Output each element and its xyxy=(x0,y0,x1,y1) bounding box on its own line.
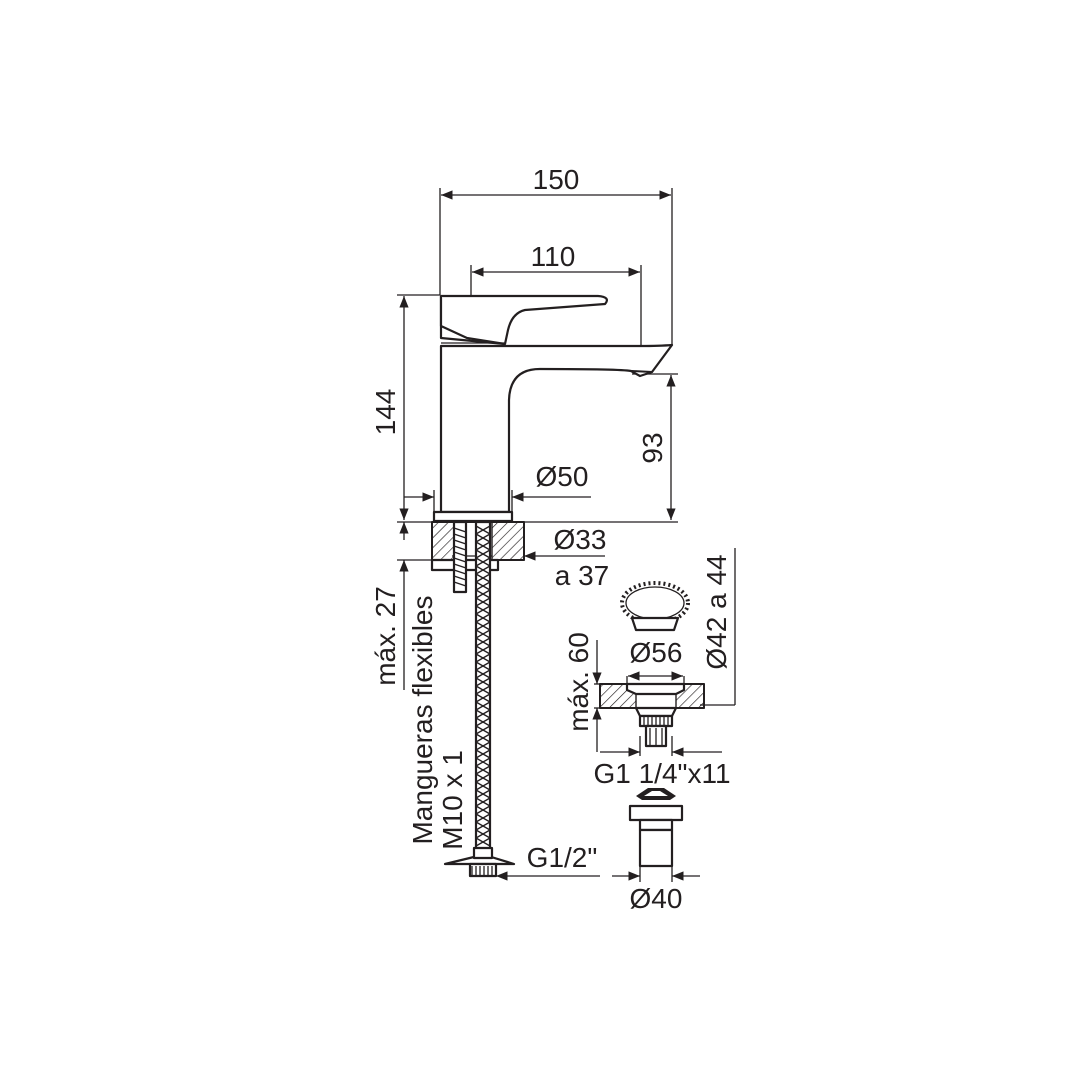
hole-diameter-max-label: a 37 xyxy=(555,560,610,591)
hoses-thread-label: M10 x 1 xyxy=(437,750,468,850)
dimension-drain-hole: Ø42 a 44 xyxy=(700,548,736,706)
drain-countertop-section xyxy=(599,682,705,748)
dimension-base-diameter: Ø50 xyxy=(404,461,591,512)
drain-flange-label: Ø56 xyxy=(630,637,683,668)
lever-reach-label: 110 xyxy=(531,241,576,272)
dimension-drain-tail: Ø40 xyxy=(612,866,700,914)
dimension-spout-height: 93 xyxy=(632,373,678,520)
drain-stopper xyxy=(620,581,690,632)
dimension-drain-thread: G1 1/4"x11 xyxy=(593,736,731,789)
drain-thread-label: G1 1/4"x11 xyxy=(593,758,730,789)
dimension-total-height: 144 xyxy=(370,294,440,520)
base-diameter-label: Ø50 xyxy=(536,461,589,492)
total-height-label: 144 xyxy=(370,389,401,436)
dimension-max-thickness-faucet: máx. 27 xyxy=(370,522,432,690)
drain-lower-parts xyxy=(628,788,684,868)
dimension-total-width: 150 xyxy=(439,164,673,345)
dimension-drain-flange: Ø56 xyxy=(626,637,685,684)
drain-hole-range-label: Ø42 a 44 xyxy=(701,554,732,669)
dimension-hole-diameter: Ø33 a 37 xyxy=(452,524,609,591)
dimension-hose-connection: G1/2" xyxy=(496,842,600,881)
hoses-label: Mangueras flexibles xyxy=(407,595,438,844)
hole-diameter-label: Ø33 xyxy=(554,524,607,555)
max-thickness-faucet-label: máx. 27 xyxy=(370,586,401,686)
hose-connection-label: G1/2" xyxy=(527,842,598,873)
drain-tail-label: Ø40 xyxy=(630,883,683,914)
spout-height-label: 93 xyxy=(637,432,668,463)
flexible-hose xyxy=(443,520,516,878)
max-thickness-drain-label: máx. 60 xyxy=(563,632,594,732)
faucet-body xyxy=(432,294,674,523)
dimension-lever-reach: 110 xyxy=(470,241,642,372)
threaded-rod xyxy=(452,520,468,594)
dimension-max-thickness-drain: máx. 60 xyxy=(563,632,602,752)
total-width-label: 150 xyxy=(533,164,580,195)
